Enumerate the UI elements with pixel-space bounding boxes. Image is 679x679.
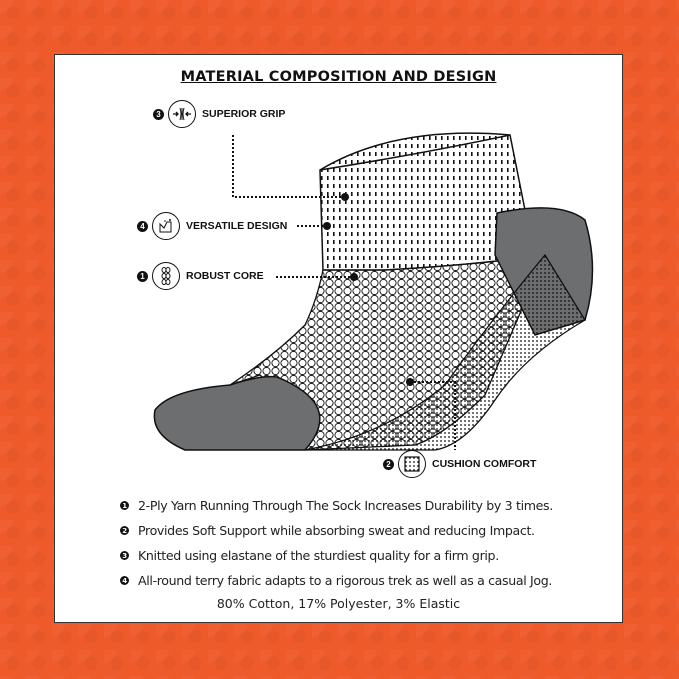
callout-label: SUPERIOR GRIP [202, 108, 286, 120]
info-card: MATERIAL COMPOSITION AND DESIGN 3 SUPERI… [55, 55, 622, 622]
sock-illustration [153, 132, 594, 451]
compression-arrows-icon [168, 100, 196, 128]
shoe-sparkle-icon [152, 212, 180, 240]
feature-item: 3 Knitted using elastane of the sturdiest… [120, 543, 590, 568]
number-badge: 4 [137, 220, 148, 232]
feature-text: 2-Ply Yarn Running Through The Sock Incr… [138, 498, 553, 513]
feature-item: 1 2-Ply Yarn Running Through The Sock Inc… [120, 493, 590, 518]
number-badge: 3 [153, 108, 164, 120]
number-badge: 1 [137, 270, 148, 282]
number-badge: 2 [383, 458, 394, 470]
number-badge: 2 [120, 526, 129, 535]
number-badge: 4 [120, 576, 129, 585]
callout-label: VERSATILE DESIGN [186, 220, 288, 232]
number-badge: 1 [120, 501, 129, 510]
callout-superior-grip: 3 SUPERIOR GRIP [153, 100, 285, 128]
yarn-chain-icon [152, 262, 180, 290]
feature-item: 2 Provides Soft Support while absorbing s… [120, 518, 590, 543]
page-title: MATERIAL COMPOSITION AND DESIGN [180, 69, 497, 85]
feature-text: All-round terry fabric adapts to a rigor… [138, 573, 553, 588]
composition-text: 80% Cotton, 17% Polyester, 3% Elastic [216, 596, 461, 611]
callout-cushion-comfort: 2 CUSHION COMFORT [383, 450, 536, 478]
callout-robust-core: 1 ROBUST CORE [137, 262, 264, 290]
feature-item: 4 All-round terry fabric adapts to a rigo… [120, 568, 590, 593]
mesh-pad-icon [398, 450, 426, 478]
feature-list: 1 2-Ply Yarn Running Through The Sock Inc… [120, 493, 590, 593]
feature-text: Provides Soft Support while absorbing sw… [138, 523, 535, 538]
feature-text: Knitted using elastane of the sturdiest … [138, 548, 499, 563]
callout-versatile-design: 4 VERSATILE DESIGN [137, 212, 287, 240]
callout-label: ROBUST CORE [186, 270, 264, 282]
callout-label: CUSHION COMFORT [432, 458, 537, 470]
number-badge: 3 [120, 551, 129, 560]
